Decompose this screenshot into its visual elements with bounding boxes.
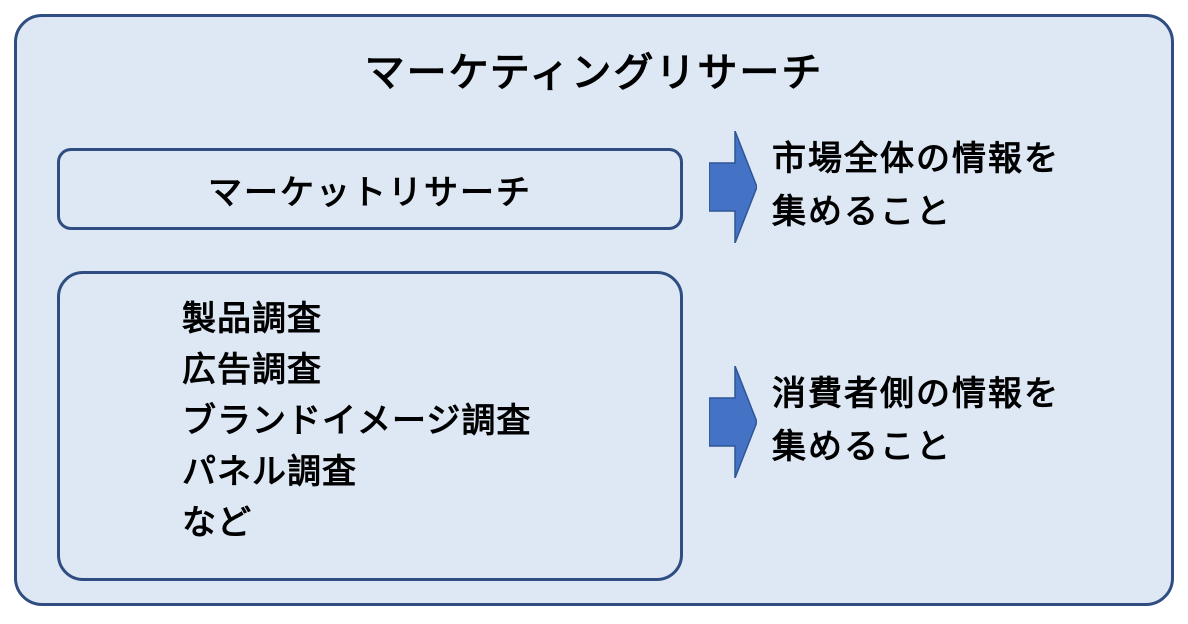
market-research-description: 市場全体の情報を 集めること — [772, 133, 1060, 239]
diagram-title: マーケティングリサーチ — [364, 50, 824, 96]
market-research-description-line-2: 集めること — [772, 192, 952, 232]
consumer-research-description-line-2: 集めること — [772, 427, 952, 467]
list-item: ブランドイメージ調査 — [182, 401, 532, 441]
consumer-research-description: 消費者側の情報を 集めること — [772, 368, 1060, 474]
market-research-description-line-1: 市場全体の情報を — [772, 139, 1060, 179]
arrow-right-icon — [709, 366, 757, 478]
consumer-research-description-line-1: 消費者側の情報を — [772, 374, 1060, 414]
consumer-research-list: 製品調査 広告調査 ブランドイメージ調査 パネル調査 など — [182, 294, 531, 549]
consumer-research-box: 製品調査 広告調査 ブランドイメージ調査 パネル調査 など — [57, 271, 683, 581]
market-research-box: マーケットリサーチ — [57, 148, 683, 230]
list-item: パネル調査 — [182, 452, 357, 492]
arrow-right-icon — [709, 131, 757, 243]
list-item: 広告調査 — [182, 350, 322, 390]
market-research-label: マーケットリサーチ — [208, 172, 532, 213]
list-item: 製品調査 — [182, 299, 322, 339]
list-item: など — [182, 503, 252, 543]
